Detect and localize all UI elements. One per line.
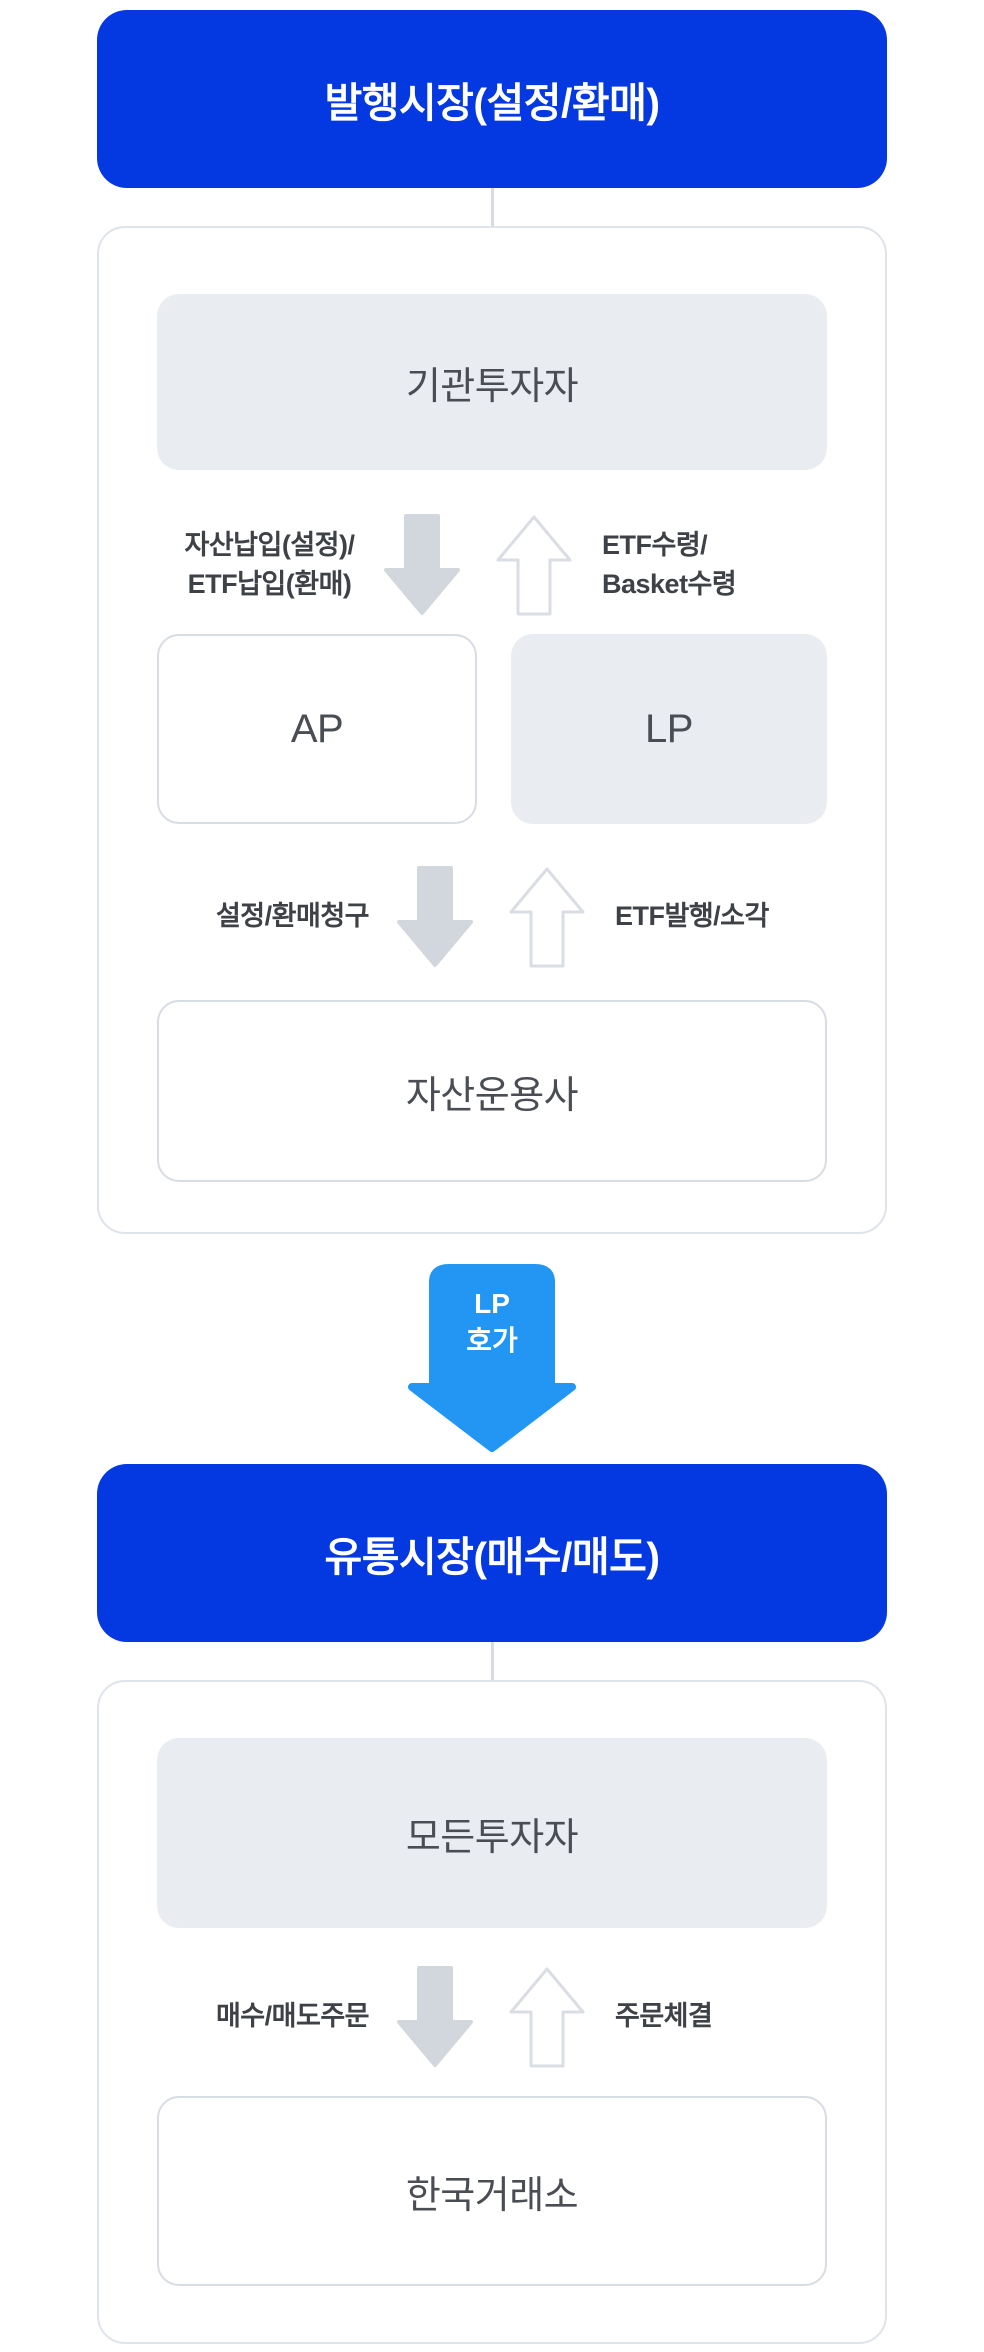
issuance-arrow-pair-2 (395, 864, 587, 970)
issuance-market-header: 발행시장(설정/환매) (97, 10, 887, 188)
buy-sell-order-label: 매수/매도주문 (215, 2001, 370, 2032)
lp-quote-arrow-section: LP 호가 (97, 1234, 887, 1464)
down-arrow-icon (397, 1966, 473, 2067)
asset-manager-box: 자산운용사 (157, 1000, 827, 1182)
institutional-investor-box: 기관투자자 (157, 294, 827, 470)
lp-quote-arrow-label: LP 호가 (466, 1288, 518, 1356)
creation-redemption-request-label: 설정/환매청구 (215, 901, 370, 932)
secondary-market-panel: 모든투자자 매수/매도주문 주문체결 한국거래소 (97, 1680, 887, 2344)
all-investors-box: 모든투자자 (157, 1738, 827, 1928)
etf-receive-label: ETF수령/ Basket수령 (602, 529, 737, 599)
issuance-flow-row-2: 설정/환매청구 ETF발행/소각 (157, 824, 827, 1000)
up-arrow-icon (509, 867, 585, 968)
lp-label: LP (645, 706, 693, 751)
lp-box: LP (511, 634, 827, 824)
issuance-market-title: 발행시장(설정/환매) (324, 80, 660, 126)
down-arrow-icon (397, 866, 473, 967)
asset-manager-label: 자산운용사 (405, 1074, 579, 1117)
lp-quote-arrow-icon: LP 호가 (406, 1264, 578, 1454)
order-execution-label: 주문체결 (615, 2001, 713, 2032)
ap-label: AP (290, 706, 344, 751)
secondary-flow-row: 매수/매도주문 주문체결 (157, 1928, 827, 2096)
secondary-market-header: 유통시장(매수/매도) (97, 1464, 887, 1642)
korea-exchange-box: 한국거래소 (157, 2096, 827, 2286)
issuance-flow-row-1: 자산납입(설정)/ ETF납입(환매) ETF수령/ Basket수령 (157, 470, 827, 634)
issuance-market-panel: 기관투자자 자산납입(설정)/ ETF납입(환매) ETF수령/ Basket수… (97, 226, 887, 1234)
institutional-investor-label: 기관투자자 (405, 365, 579, 408)
header-panel-connector-line (490, 1642, 494, 1680)
up-arrow-icon (509, 1967, 585, 2068)
all-investors-label: 모든투자자 (405, 1816, 579, 1859)
secondary-market-title: 유통시장(매수/매도) (324, 1534, 660, 1580)
down-arrow-icon (384, 514, 460, 615)
header-panel-connector-line (490, 188, 494, 226)
etf-market-diagram: 발행시장(설정/환매) 기관투자자 자산납입(설정)/ ETF납입(환매) ET… (97, 0, 887, 2344)
ap-lp-row: AP LP (157, 634, 827, 824)
korea-exchange-label: 한국거래소 (405, 2174, 579, 2217)
up-arrow-icon (496, 515, 572, 616)
etf-issue-burn-label: ETF발행/소각 (615, 901, 769, 932)
ap-box: AP (157, 634, 477, 824)
secondary-arrow-pair (395, 1964, 587, 2070)
asset-deposit-label: 자산납입(설정)/ ETF납입(환매) (184, 529, 355, 599)
issuance-arrow-pair-1 (382, 512, 574, 618)
